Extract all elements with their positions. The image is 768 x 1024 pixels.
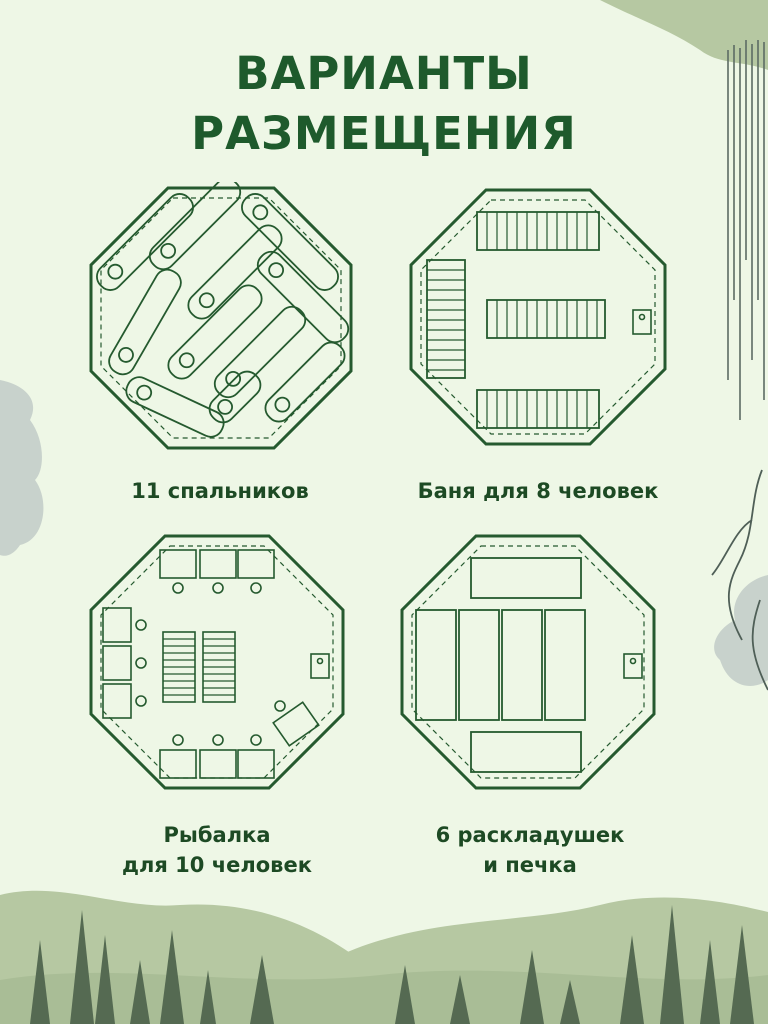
sleeping-bags: [96, 182, 350, 438]
left-stone: [0, 380, 44, 556]
caption-line: Баня для 8 человек: [417, 479, 659, 503]
tent-outline: [409, 188, 667, 446]
ice-hole-lines: [163, 638, 235, 696]
tent-outline: [400, 534, 656, 790]
caption-line: для 10 человек: [122, 853, 312, 877]
tent-inner-dashed: [411, 545, 645, 779]
caption-line: и печка: [483, 853, 577, 877]
layout-plan-sleeping-bags: [85, 182, 357, 454]
layout-caption-sauna: Баня для 8 человек: [378, 476, 698, 506]
layout-plan-fishing: [85, 530, 349, 794]
waterfall-lines: [727, 40, 765, 420]
right-bush: [714, 575, 768, 686]
layout-caption-cots: 6 раскладушек и печка: [370, 820, 690, 880]
chairs: [102, 549, 320, 779]
tent-outline: [89, 186, 353, 450]
top-right-hill: [600, 0, 768, 70]
tent-inner-dashed: [420, 199, 656, 435]
stove-icon: [310, 653, 330, 679]
layout-plan-cots: [396, 530, 660, 794]
stove-icon: [632, 309, 652, 335]
cots: [415, 557, 586, 773]
layout-caption-fishing: Рыбалка для 10 человек: [57, 820, 377, 880]
stove-icon: [623, 653, 643, 679]
tent-inner-dashed: [100, 197, 342, 439]
benches: [426, 211, 606, 429]
layout-caption-sleeping-bags: 11 спальников: [60, 476, 380, 506]
caption-line: 6 раскладушек: [435, 823, 625, 847]
caption-line: Рыбалка: [163, 823, 271, 847]
title-line-1: ВАРИАНТЫ: [235, 47, 533, 100]
layout-plan-sauna: [405, 184, 671, 450]
tree-line: [30, 905, 754, 1024]
right-branch: [711, 469, 768, 691]
tent-inner-dashed: [100, 545, 334, 779]
title-line-2: РАЗМЕЩЕНИЯ: [191, 107, 577, 160]
caption-line: 11 спальников: [131, 479, 309, 503]
page-title: ВАРИАНТЫ РАЗМЕЩЕНИЯ: [0, 44, 768, 164]
tent-outline: [89, 534, 345, 790]
bench-slats: [427, 212, 598, 428]
